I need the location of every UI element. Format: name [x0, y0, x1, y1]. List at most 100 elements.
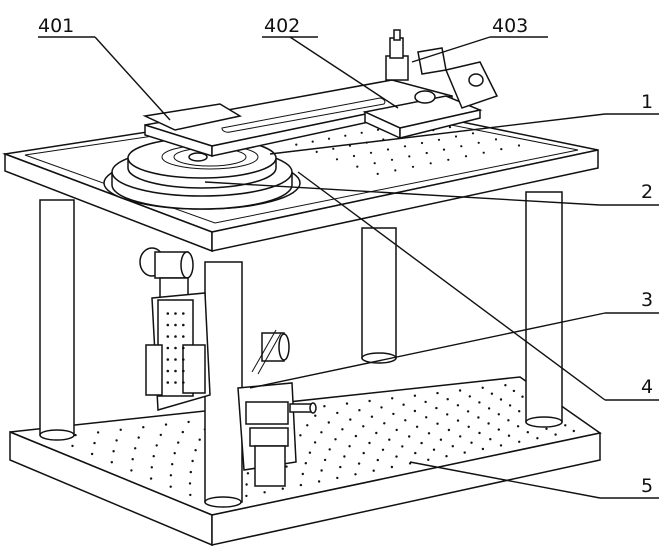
- mounting-hole: [404, 145, 406, 147]
- mounting-hole: [465, 155, 467, 157]
- mounting-hole: [438, 139, 440, 141]
- mounting-hole: [165, 423, 167, 425]
- mounting-hole: [391, 397, 393, 399]
- mounting-hole: [174, 347, 177, 350]
- mounting-hole: [174, 312, 177, 315]
- mounting-hole: [420, 442, 422, 444]
- mounting-hole: [160, 434, 162, 436]
- mounting-hole: [171, 463, 173, 465]
- mounting-hole: [312, 141, 314, 143]
- mounting-hole: [408, 435, 410, 437]
- mounting-hole: [167, 312, 170, 315]
- mounting-hole: [440, 439, 442, 441]
- mounting-hole: [324, 459, 326, 461]
- mounting-hole: [138, 436, 140, 438]
- mounting-hole: [167, 381, 170, 384]
- mounting-hole: [498, 428, 500, 430]
- mounting-hole: [199, 439, 201, 441]
- mounting-hole: [309, 452, 311, 454]
- mounting-hole: [332, 148, 334, 150]
- mounting-hole: [167, 335, 170, 338]
- mounting-hole: [469, 395, 471, 397]
- mounting-hole: [443, 149, 445, 151]
- mounting-hole: [491, 393, 493, 395]
- mounting-hole: [329, 448, 331, 450]
- mounting-hole: [191, 460, 193, 462]
- mounting-hole: [517, 425, 519, 427]
- mounting-hole: [245, 495, 247, 497]
- mounting-hole: [401, 445, 403, 447]
- mounting-hole: [174, 324, 177, 327]
- mounting-hole: [336, 412, 338, 414]
- mounting-hole: [482, 387, 484, 389]
- mounting-hole: [363, 452, 365, 454]
- mounting-hole: [404, 419, 406, 421]
- mounting-hole: [339, 466, 341, 468]
- mounting-hole: [295, 144, 297, 146]
- mounting-hole: [348, 445, 350, 447]
- mounting-hole: [93, 442, 95, 444]
- mounting-hole: [91, 453, 93, 455]
- mounting-hole: [336, 158, 338, 160]
- mounting-hole: [153, 455, 155, 457]
- mounting-hole: [167, 358, 170, 361]
- mounting-hole: [416, 426, 418, 428]
- mounting-hole: [375, 432, 377, 434]
- label-1: 1: [641, 91, 653, 113]
- mounting-hole: [362, 425, 364, 427]
- mounting-hole: [396, 429, 398, 431]
- label-2: 2: [641, 181, 653, 203]
- mounting-hole: [174, 381, 177, 384]
- mounting-hole: [430, 162, 432, 164]
- base-plate: [10, 377, 600, 545]
- mounting-hole: [488, 407, 490, 409]
- mounting-hole: [318, 480, 320, 482]
- mounting-hole: [355, 435, 357, 437]
- mounting-hole: [361, 132, 363, 134]
- mounting-hole: [518, 144, 520, 146]
- mounting-hole: [341, 428, 343, 430]
- mounting-hole: [445, 455, 447, 457]
- mounting-hole: [182, 324, 185, 327]
- mounting-hole: [457, 404, 459, 406]
- mounting-hole: [356, 166, 358, 168]
- mounting-hole: [513, 390, 515, 392]
- column-back-right: [526, 192, 562, 427]
- mounting-hole: [189, 482, 191, 484]
- mounting-hole: [182, 347, 185, 350]
- mounting-hole: [170, 486, 172, 488]
- mounting-hole: [452, 445, 454, 447]
- label-5: 5: [641, 475, 653, 497]
- mounting-hole: [478, 432, 480, 434]
- mounting-hole: [377, 459, 379, 461]
- mounting-hole: [182, 358, 185, 361]
- mounting-hole: [174, 358, 177, 361]
- mounting-hole: [408, 155, 410, 157]
- mounting-hole: [334, 438, 336, 440]
- mounting-hole: [382, 449, 384, 451]
- mounting-hole: [436, 423, 438, 425]
- mounting-hole: [414, 410, 416, 412]
- mounting-hole: [536, 437, 538, 439]
- mounting-hole: [182, 335, 185, 338]
- mounting-hole: [130, 469, 132, 471]
- mounting-hole: [142, 426, 144, 428]
- mounting-hole: [358, 409, 360, 411]
- label-3: 3: [641, 289, 653, 311]
- mounting-hole: [482, 448, 484, 450]
- mounting-hole: [518, 410, 520, 412]
- mounting-hole: [300, 484, 302, 486]
- mounting-hole: [447, 398, 449, 400]
- mounting-hole: [368, 400, 370, 402]
- label-402: 402: [264, 15, 300, 37]
- mounting-hole: [167, 347, 170, 350]
- mounting-hole: [182, 312, 185, 315]
- mounting-hole: [177, 441, 179, 443]
- mounting-hole: [391, 466, 393, 468]
- mounting-hole: [518, 441, 520, 443]
- mounting-hole: [150, 477, 152, 479]
- mounting-hole: [328, 138, 330, 140]
- mounting-hole: [467, 410, 469, 412]
- mounting-hole: [464, 451, 466, 453]
